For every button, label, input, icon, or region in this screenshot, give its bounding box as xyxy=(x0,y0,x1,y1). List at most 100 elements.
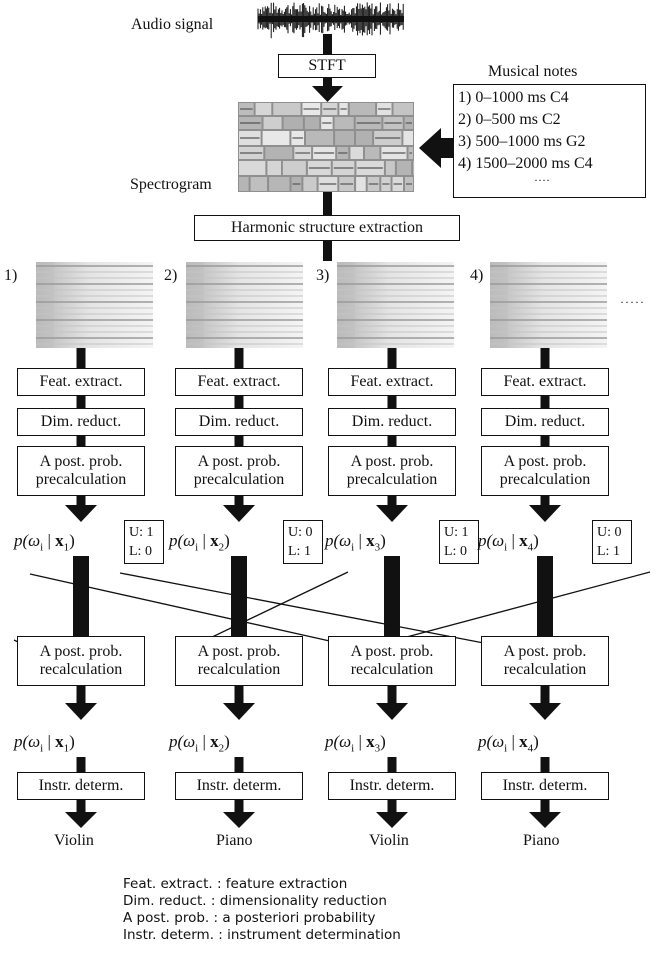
note-item: 1) 0–1000 ms C4 xyxy=(458,89,569,106)
probability-pre: p(ωi | x2) xyxy=(169,531,230,554)
instr-determ-label: Instr. determ. xyxy=(502,776,588,794)
feat-extract-label: Feat. extract. xyxy=(39,372,123,390)
result-label: Violin xyxy=(369,832,409,849)
result-label: Piano xyxy=(523,832,560,849)
recalc-line1: A post. prob. xyxy=(39,642,123,660)
dim-reduct-label: Dim. reduct. xyxy=(351,412,433,430)
probability-post: p(ωi | x1) xyxy=(14,732,75,755)
dim-reduct-box: Dim. reduct. xyxy=(17,408,145,436)
recalc-box: A post. prob.recalculation xyxy=(481,636,609,686)
instr-determ-box: Instr. determ. xyxy=(328,772,456,800)
spectrogram-image xyxy=(238,102,415,192)
spectrogram-label: Spectrogram xyxy=(130,176,212,193)
feat-extract-box: Feat. extract. xyxy=(481,368,609,396)
dim-reduct-box: Dim. reduct. xyxy=(175,408,303,436)
feat-extract-label: Feat. extract. xyxy=(350,372,434,390)
probability-post: p(ωi | x3) xyxy=(325,732,386,755)
precalc-line2: precalculation xyxy=(499,471,591,488)
instr-determ-box: Instr. determ. xyxy=(175,772,303,800)
recalc-line1: A post. prob. xyxy=(197,642,281,660)
result-label: Violin xyxy=(54,832,94,849)
instr-determ-label: Instr. determ. xyxy=(349,776,435,794)
recalc-line1: A post. prob. xyxy=(503,642,587,660)
audio-signal-label: Audio signal xyxy=(131,16,214,33)
abbreviation-legend: Feat. extract. : feature extraction Dim.… xyxy=(123,876,401,944)
precalc-box: A post. prob.precalculation xyxy=(328,446,456,496)
column-index: 4) xyxy=(470,267,484,284)
l-value: L: 0 xyxy=(129,544,152,559)
stft-box: STFT xyxy=(278,54,376,78)
probability-post: p(ωi | x4) xyxy=(478,732,539,755)
harmonic-extraction-label: Harmonic structure extraction xyxy=(231,218,423,236)
column-index: 2) xyxy=(164,267,178,284)
column-index: 3) xyxy=(316,267,330,284)
recalc-line1: A post. prob. xyxy=(350,642,434,660)
precalc-line1: A post. prob. xyxy=(350,452,434,470)
u-value: U: 0 xyxy=(597,525,622,540)
top-flow-arrows xyxy=(312,34,343,261)
ul-label-box: U: 0 L: 1 xyxy=(592,520,632,564)
precalc-line2: precalculation xyxy=(35,471,127,488)
precalc-box: A post. prob.precalculation xyxy=(481,446,609,496)
recalc-line2: recalculation xyxy=(39,661,123,678)
notes-to-spectrogram-arrow xyxy=(419,128,453,168)
notes-more: ···· xyxy=(534,173,550,187)
legend-item: Instr. determ. : instrument determinatio… xyxy=(123,927,401,943)
recalc-box: A post. prob.recalculation xyxy=(17,636,145,686)
dim-reduct-label: Dim. reduct. xyxy=(198,412,280,430)
precalc-line1: A post. prob. xyxy=(39,452,123,470)
musical-notes-title: Musical notes xyxy=(488,63,578,80)
probability-pre: p(ωi | x3) xyxy=(325,531,386,554)
legend-item: A post. prob. : a posteriori probability xyxy=(123,910,376,926)
dim-reduct-label: Dim. reduct. xyxy=(504,412,586,430)
precalc-line1: A post. prob. xyxy=(503,452,587,470)
feat-extract-label: Feat. extract. xyxy=(503,372,587,390)
ul-label-box: U: 1 L: 0 xyxy=(439,520,479,564)
instr-determ-label: Instr. determ. xyxy=(196,776,282,794)
feat-extract-box: Feat. extract. xyxy=(17,368,145,396)
stft-label: STFT xyxy=(308,56,346,74)
dim-reduct-box: Dim. reduct. xyxy=(328,408,456,436)
harmonic-structure-images xyxy=(36,262,607,348)
l-value: L: 0 xyxy=(444,544,467,559)
feat-extract-label: Feat. extract. xyxy=(197,372,281,390)
recalc-line2: recalculation xyxy=(197,661,281,678)
u-value: U: 1 xyxy=(444,525,469,540)
recalc-box: A post. prob.recalculation xyxy=(328,636,456,686)
precalc-box: A post. prob.precalculation xyxy=(175,446,303,496)
recalc-line2: recalculation xyxy=(350,661,434,678)
l-value: L: 1 xyxy=(597,544,620,559)
audio-waveform-icon xyxy=(257,2,404,39)
l-value: L: 1 xyxy=(288,544,311,559)
recalc-line2: recalculation xyxy=(503,661,587,678)
precalc-line2: precalculation xyxy=(346,471,438,488)
ul-label-box: U: 1 L: 0 xyxy=(124,520,164,564)
column-flow-arrows xyxy=(65,348,561,828)
probability-pre: p(ωi | x1) xyxy=(14,531,75,554)
probability-pre: p(ωi | x4) xyxy=(478,531,539,554)
ul-label-box: U: 0 L: 1 xyxy=(283,520,323,564)
feat-extract-box: Feat. extract. xyxy=(175,368,303,396)
musical-notes-box: 1) 0–1000 ms C4 2) 0–500 ms C2 3) 500–10… xyxy=(453,84,646,198)
instr-determ-box: Instr. determ. xyxy=(17,772,145,800)
precalc-box: A post. prob.precalculation xyxy=(17,446,145,496)
feat-extract-box: Feat. extract. xyxy=(328,368,456,396)
instr-determ-label: Instr. determ. xyxy=(38,776,124,794)
u-value: U: 1 xyxy=(129,525,154,540)
precalc-line1: A post. prob. xyxy=(197,452,281,470)
more-columns-ellipsis: ····· xyxy=(620,295,645,309)
note-item: 2) 0–500 ms C2 xyxy=(458,111,561,128)
probability-post: p(ωi | x2) xyxy=(169,732,230,755)
u-value: U: 0 xyxy=(288,525,313,540)
dim-reduct-label: Dim. reduct. xyxy=(40,412,122,430)
column-index: 1) xyxy=(4,267,18,284)
legend-item: Feat. extract. : feature extraction xyxy=(123,876,348,892)
harmonic-extraction-box: Harmonic structure extraction xyxy=(194,215,460,241)
dim-reduct-box: Dim. reduct. xyxy=(481,408,609,436)
note-item: 4) 1500–2000 ms C4 xyxy=(458,155,593,172)
note-item: 3) 500–1000 ms G2 xyxy=(458,133,586,150)
instr-determ-box: Instr. determ. xyxy=(481,772,609,800)
precalc-line2: precalculation xyxy=(193,471,285,488)
